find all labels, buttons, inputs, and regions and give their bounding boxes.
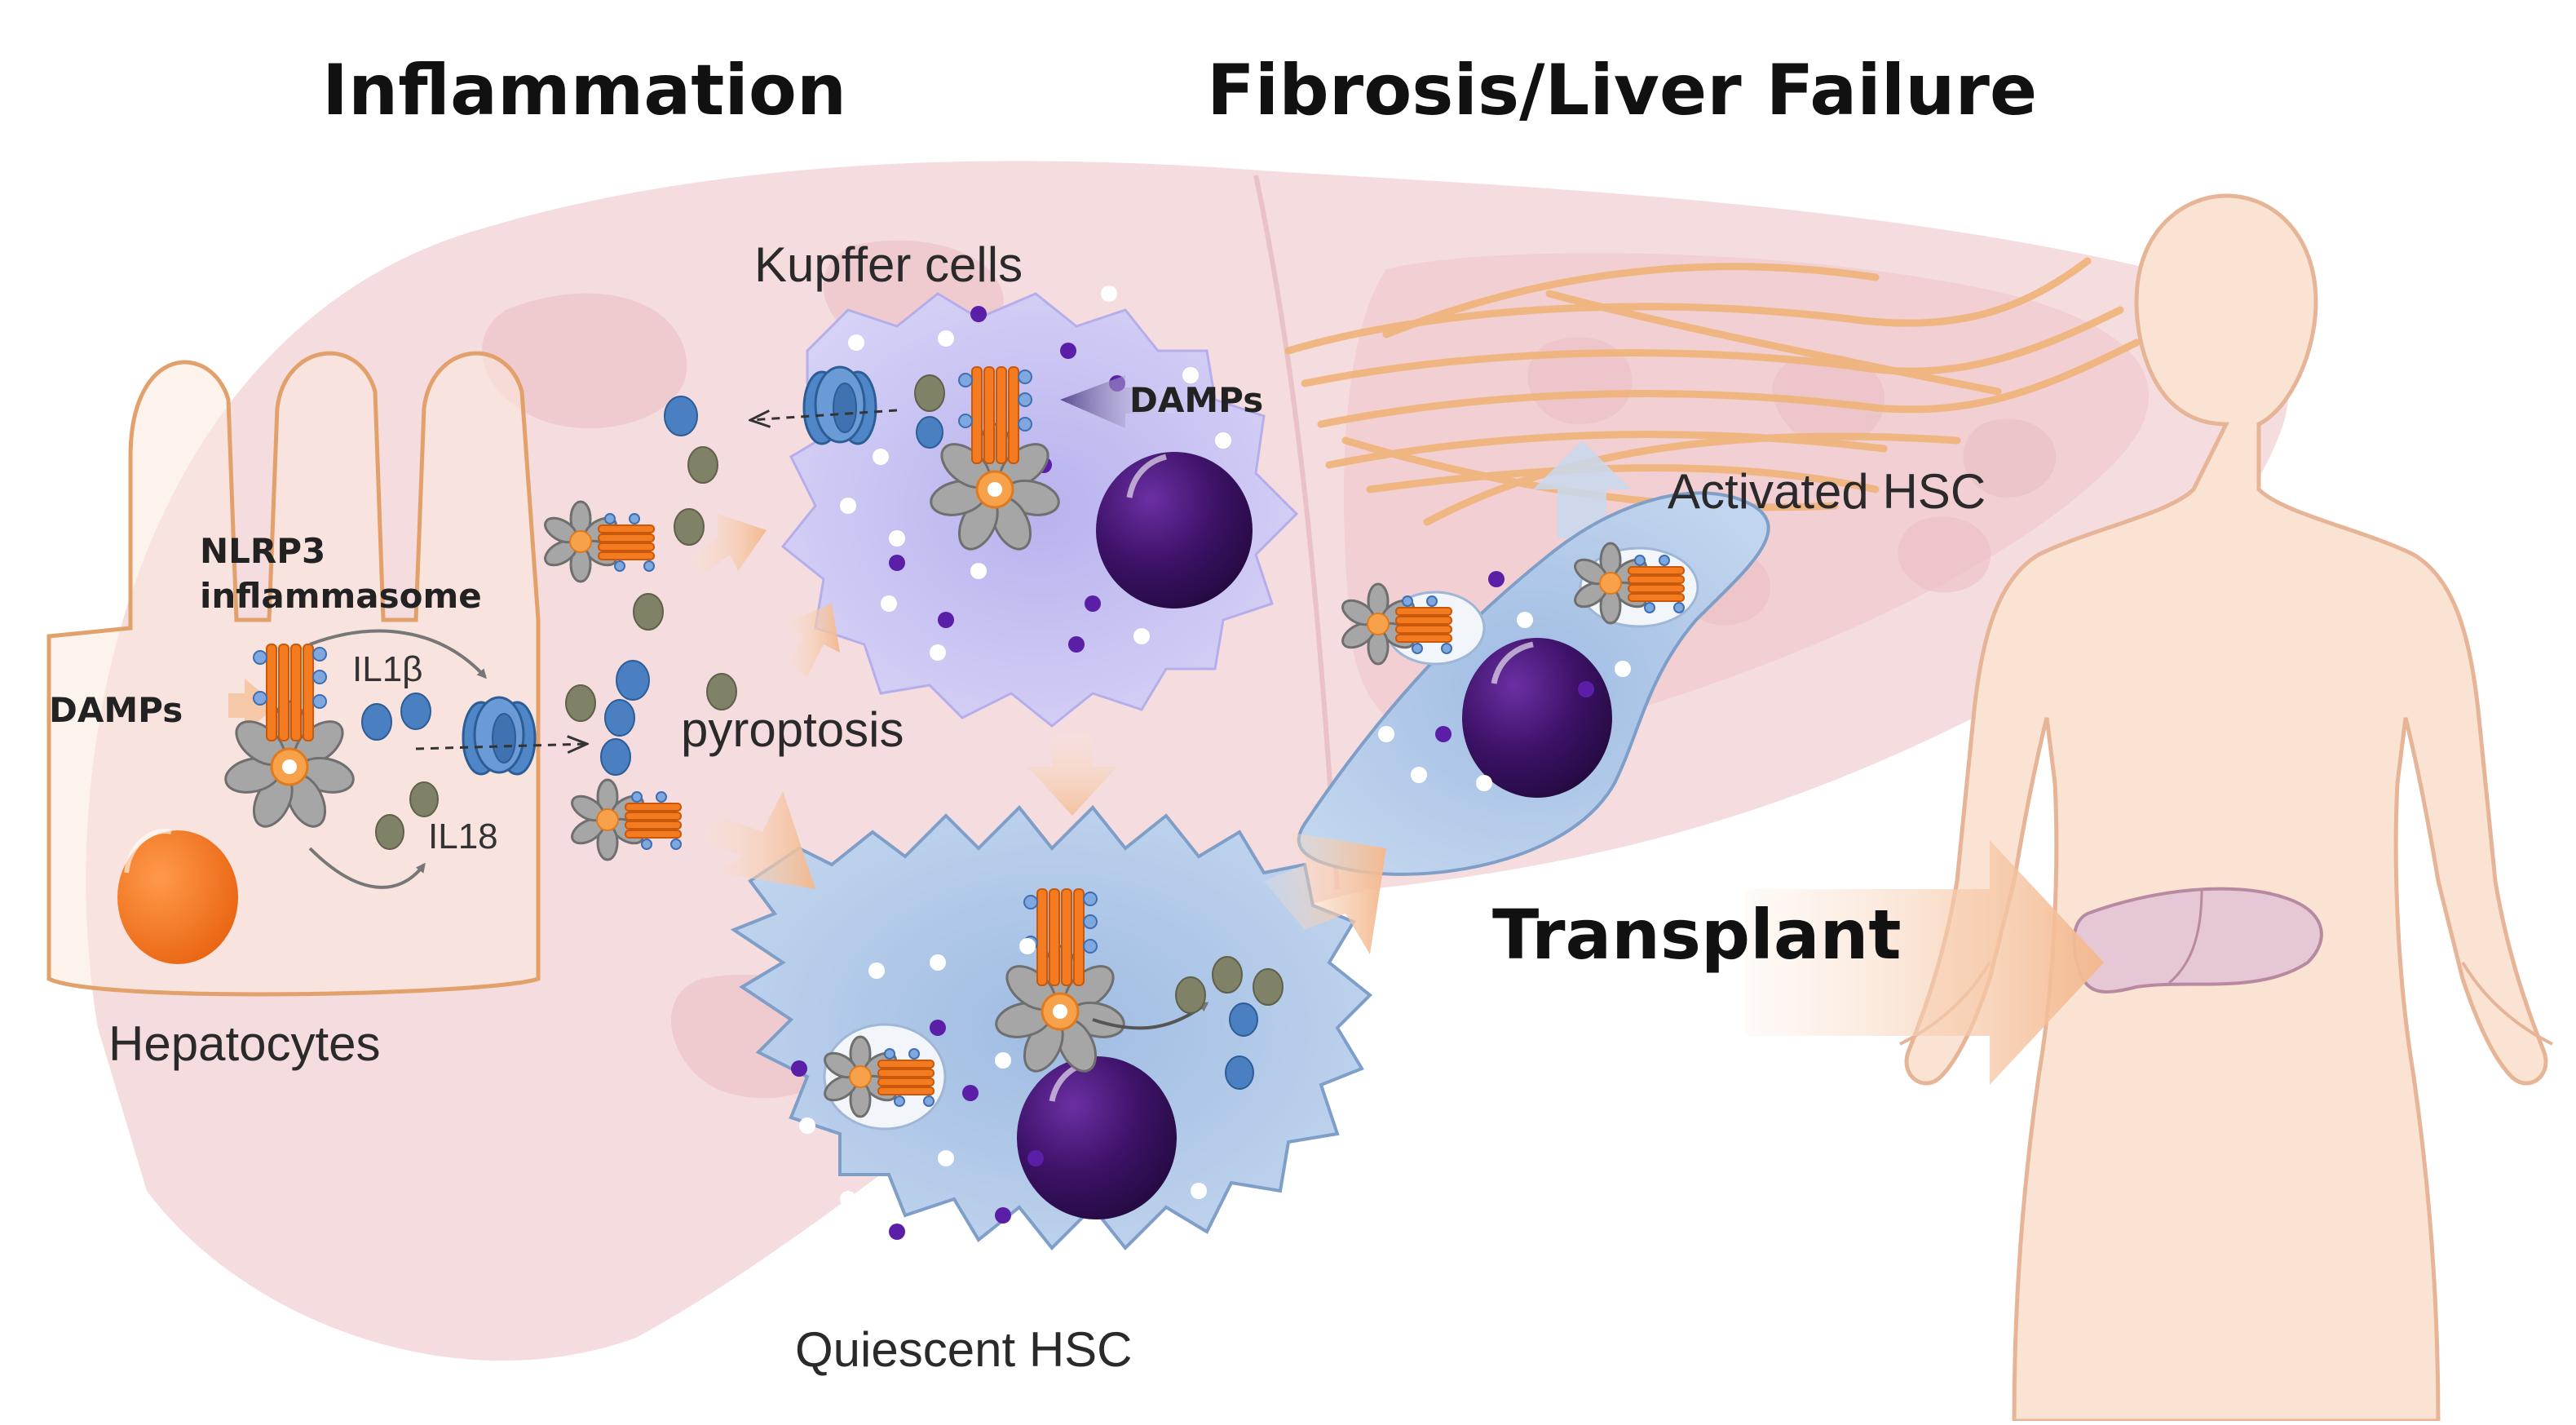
label-quiescent-hsc: Quiescent HSC [795,1322,1133,1377]
text-layer: Inflammation Fibrosis/Liver Failure Tran… [49,50,2037,1377]
label-nlrp3: NLRP3 [200,531,325,571]
activated-hsc-nucleus-icon [1462,638,1612,798]
activated-hsc-cell [1297,491,1770,876]
label-kupffer-cells: Kupffer cells [754,237,1023,292]
collagen-fiber-icon [1284,257,2141,526]
label-il18: IL18 [428,816,498,856]
il18-cytokine-icon [375,814,404,850]
pyroptosis-cytokines [540,396,737,861]
hepatocyte-inflammasome [221,629,587,889]
label-pyroptosis: pyroptosis [681,702,904,757]
quiescent-hsc-cell [730,805,1372,1250]
label-damps-kupffer: DAMPs [1129,380,1263,420]
heading-fibrosis: Fibrosis/Liver Failure [1207,50,2037,131]
il1b-cytokine-icon [361,703,392,741]
label-hepatocytes: Hepatocytes [108,1016,381,1071]
hepatocyte-nucleus-icon [117,830,238,964]
label-activated-hsc: Activated HSC [1668,464,1986,519]
flow-arrows [228,514,2104,1085]
transplant-arrow-icon [1745,840,2104,1085]
heading-inflammation: Inflammation [322,50,846,131]
cytokine-dot-icon [840,285,1231,661]
quiescent-hsc-nucleus-icon [1017,1056,1177,1219]
up-arrow-icon [1533,440,1631,538]
label-inflammasome: inflammasome [200,576,482,616]
label-il1b: IL1β [352,649,422,689]
damps-arrow-icon [1060,375,1174,428]
heading-transplant: Transplant [1492,895,1902,975]
liver-background [86,161,2289,1361]
label-damps-hepatocyte: DAMPs [49,690,183,730]
kupffer-nucleus-icon [1096,452,1253,609]
